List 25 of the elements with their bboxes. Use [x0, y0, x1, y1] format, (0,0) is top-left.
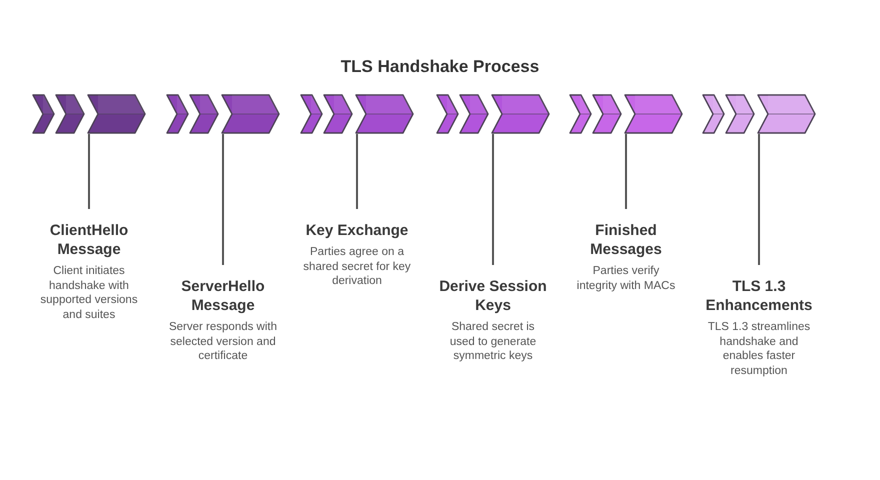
step-heading: ServerHello Message: [180, 277, 266, 315]
triple-chevron: [569, 94, 683, 134]
leader-line: [758, 134, 760, 265]
step-heading: Derive Session Keys: [438, 277, 548, 315]
step-description: Shared secret is used to generate symmetric keys: [448, 320, 538, 364]
triple-chevron: [702, 94, 816, 134]
step-heading: Finished Messages: [589, 221, 663, 259]
step-description: Parties verify integrity with MACs: [576, 264, 676, 293]
leader-line: [492, 134, 494, 265]
triple-chevron: [436, 94, 550, 134]
leader-line: [222, 134, 224, 265]
diagram-title: TLS Handshake Process: [340, 56, 540, 78]
leader-line: [625, 134, 627, 209]
step-heading: TLS 1.3 Enhancements: [704, 277, 814, 315]
leader-line: [356, 134, 358, 209]
triple-chevron: [32, 94, 146, 134]
step-description: TLS 1.3 streamlines handshake and enables faster resumption: [706, 320, 812, 378]
step-description: Server responds with selected version and certificate: [168, 320, 278, 364]
triple-chevron: [166, 94, 280, 134]
step-description: Parties agree on a shared secret for key derivation: [302, 245, 412, 288]
step-heading: Key Exchange: [306, 221, 408, 240]
leader-line: [88, 134, 90, 209]
triple-chevron: [300, 94, 414, 134]
step-heading: ClientHello Message: [48, 221, 130, 259]
step-description: Client initiates handshake with supported versions and suites: [39, 264, 139, 322]
